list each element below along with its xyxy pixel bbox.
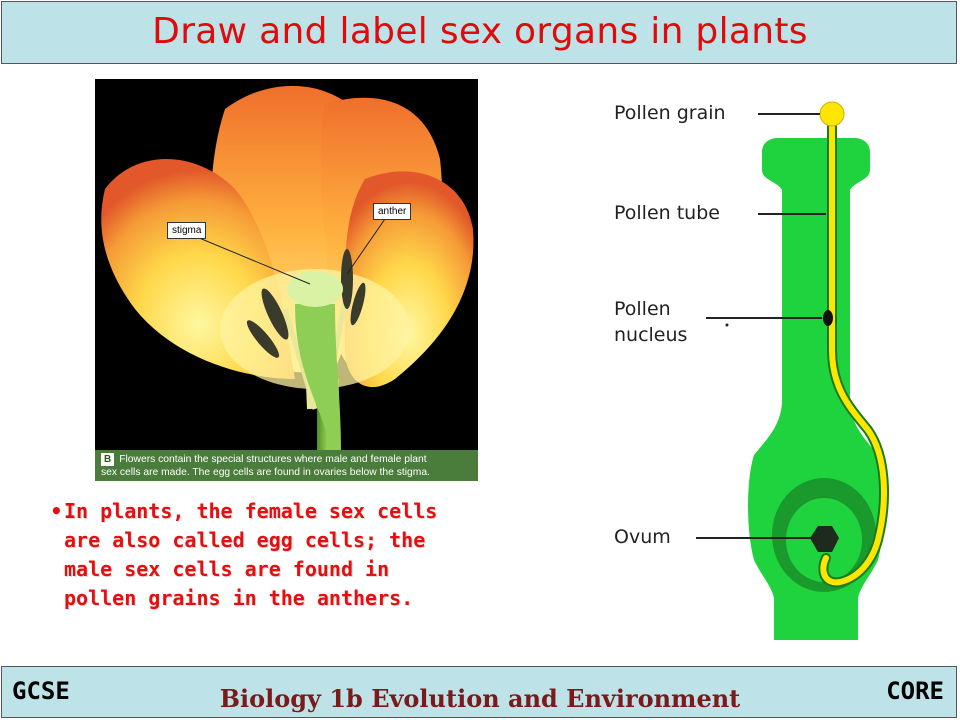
label-pollen-grain: Pollen grain: [614, 102, 726, 124]
tulip-illustration: [95, 79, 478, 451]
ovule-pollen-tube-illustration: [696, 101, 889, 640]
footer-level: GCSE: [12, 677, 70, 705]
bullet-line-4: pollen grains in the anthers.: [64, 586, 414, 610]
stigma-callout: stigma: [167, 222, 207, 239]
caption-line-1: Flowers contain the special structures w…: [119, 454, 427, 465]
label-ovum: Ovum: [614, 526, 671, 548]
footer-tier: CORE: [886, 677, 944, 705]
label-pollen-nucleus-1: Pollen: [614, 298, 671, 320]
label-pollen-nucleus-2: nucleus: [614, 324, 688, 346]
caption-line-2: sex cells are made. The egg cells are fo…: [101, 467, 430, 478]
bullet-text: In plants, the female sex cells are also…: [64, 497, 564, 613]
bullet-symbol: •: [50, 499, 63, 523]
bullet-line-3: male sex cells are found in: [64, 557, 390, 581]
footer-bar: GCSE Biology 1b Evolution and Environmen…: [1, 666, 957, 718]
anther-callout: anther: [373, 203, 412, 220]
bullet-line-1: In plants, the female sex cells: [64, 499, 438, 523]
slide-title: Draw and label sex organs in plants: [152, 11, 808, 52]
footer-course: Biology 1b Evolution and Environment: [219, 684, 741, 713]
tulip-photo: stigma anther B Flowers contain the speci…: [95, 79, 478, 481]
figure-letter: B: [101, 453, 115, 466]
label-pollen-tube: Pollen tube: [614, 202, 720, 224]
bullet-line-2: are also called egg cells; the: [64, 528, 426, 552]
photo-caption: B Flowers contain the special structures …: [95, 450, 478, 481]
fertilisation-diagram: Pollen grain Pollen tube Pollen nucleus …: [596, 80, 960, 640]
title-bar: Draw and label sex organs in plants: [1, 1, 957, 64]
